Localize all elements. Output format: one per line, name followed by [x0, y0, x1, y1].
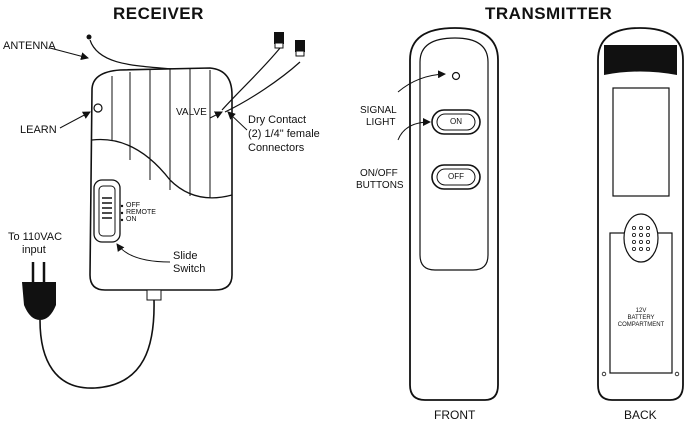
connector-2: [295, 40, 305, 52]
learn-label: LEARN: [20, 124, 57, 136]
battery-label-1: 12V: [635, 308, 647, 314]
slide-switch-label-2: Switch: [173, 263, 206, 275]
switch-on-label: ON: [126, 216, 137, 223]
on-button-label: ON: [450, 117, 462, 126]
signal-light-label-1: SIGNAL: [360, 105, 397, 116]
switch-remote-label: REMOTE: [126, 209, 156, 216]
valve-wire-1: [221, 47, 281, 111]
back-label: BACK: [624, 408, 657, 422]
receiver-heading: RECEIVER: [113, 4, 204, 23]
power-label-1: To 110VAC: [8, 231, 63, 243]
power-cord: [39, 299, 155, 389]
valve-label: VALVE: [176, 107, 207, 118]
power-plug: [22, 262, 56, 320]
transmitter-back: [597, 27, 684, 401]
transmitter-heading: TRANSMITTER: [485, 4, 613, 23]
switch-off-label: OFF: [126, 202, 140, 209]
dry-contact-label-2: (2) 1/4" female: [248, 128, 320, 140]
signal-light: [451, 71, 461, 81]
back-label-area: [612, 87, 670, 197]
connector-1: [274, 32, 284, 44]
battery-label-2: BATTERY: [627, 315, 655, 321]
valve-wire-2: [224, 61, 301, 113]
off-button-label: OFF: [448, 172, 464, 181]
battery-label-3: COMPARTMENT: [617, 322, 665, 328]
slide-switch-label-1: Slide: [173, 250, 198, 262]
signal-light-label-2: LIGHT: [366, 117, 396, 128]
dry-contact-label-1: Dry Contact: [248, 114, 307, 126]
buttons-label-2: BUTTONS: [356, 180, 404, 191]
power-label-2: input: [22, 244, 46, 256]
receiver-body: [89, 67, 233, 291]
learn-button: [93, 103, 103, 113]
transmitter-front: [409, 27, 499, 401]
buttons-label-1: ON/OFF: [360, 168, 398, 179]
front-label: FRONT: [434, 408, 476, 422]
battery-grip: [623, 213, 659, 263]
dry-contact-label-3: Connectors: [248, 142, 305, 154]
cord-strain-relief: [146, 289, 162, 301]
antenna-tip: [86, 34, 92, 40]
antenna-wire: [89, 39, 201, 73]
antenna-label: ANTENNA: [3, 40, 56, 52]
